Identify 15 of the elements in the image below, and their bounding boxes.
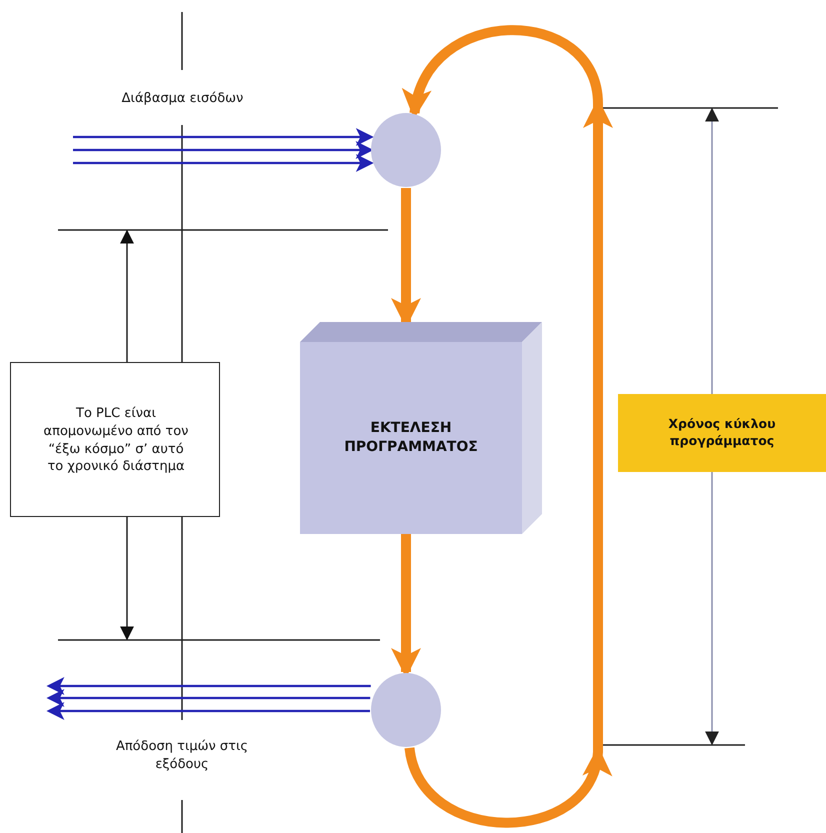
note-text: Το PLC είναι απομονωμένο από τον “έξω κόσμο” σ’ αυτό το χρονικό διάστημα [42, 405, 190, 476]
ellipse-node [370, 112, 442, 188]
flow-arrow [402, 25, 613, 828]
cycle-time-box [618, 394, 826, 472]
note-box [10, 362, 220, 517]
stage-label: Διάβασμα εισόδων [120, 90, 244, 108]
stage-label: Απόδοση τιμών στις εξόδους [114, 738, 250, 774]
signal-arrow [73, 154, 374, 172]
signal-arrow [46, 689, 370, 707]
ellipse-node [370, 672, 442, 748]
signal-arrow [73, 128, 374, 146]
cycle-time-label: Χρόνος κύκλου προγράμματος [667, 416, 777, 450]
signal-arrow [46, 677, 371, 695]
signal-arrow [46, 702, 370, 720]
process-label: ΕΚΤΕΛΕΣΗ ΠΡΟΓΡΑΜΜΑΤΟΣ [343, 419, 479, 457]
